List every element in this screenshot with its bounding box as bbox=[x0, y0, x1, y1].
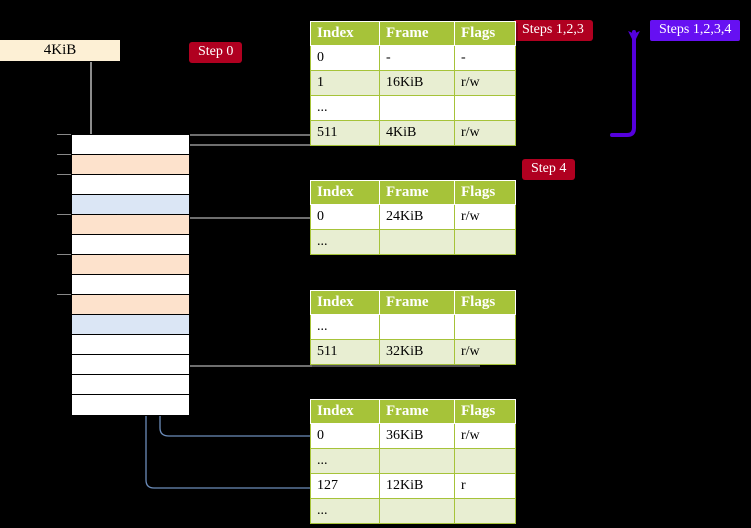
cell-flags bbox=[454, 498, 516, 524]
page-size-label: 4KiB bbox=[0, 40, 120, 61]
table-header-row: Index Frame Flags bbox=[310, 180, 516, 205]
header-index: Index bbox=[310, 21, 380, 46]
cell-index: 0 bbox=[310, 423, 380, 449]
memory-frame bbox=[72, 375, 189, 395]
cell-flags: r/w bbox=[454, 423, 516, 449]
header-frame: Frame bbox=[379, 21, 455, 46]
cell-index: ... bbox=[310, 498, 380, 524]
table-header-row: Index Frame Flags bbox=[310, 21, 516, 46]
cell-index: 0 bbox=[310, 45, 380, 71]
memory-frame bbox=[72, 335, 189, 355]
memory-frame bbox=[72, 175, 189, 195]
cell-flags: r/w bbox=[454, 339, 516, 365]
table-row: 511 32KiB r/w bbox=[310, 339, 516, 365]
cell-flags bbox=[454, 229, 516, 255]
table-row: 1 16KiB r/w bbox=[310, 70, 516, 96]
table-row: 0 36KiB r/w bbox=[310, 423, 516, 449]
cell-index: ... bbox=[310, 229, 380, 255]
table-row: 127 12KiB r bbox=[310, 473, 516, 499]
cell-frame: 12KiB bbox=[379, 473, 455, 499]
header-index: Index bbox=[310, 180, 380, 205]
header-flags: Flags bbox=[454, 290, 516, 315]
cell-flags bbox=[454, 314, 516, 340]
cell-index: ... bbox=[310, 448, 380, 474]
table-row: 0 24KiB r/w bbox=[310, 204, 516, 230]
cell-frame bbox=[379, 314, 455, 340]
header-frame: Frame bbox=[379, 180, 455, 205]
memory-frame bbox=[72, 315, 189, 335]
cell-flags bbox=[454, 95, 516, 121]
table-row: ... bbox=[310, 448, 516, 474]
memory-frame bbox=[72, 255, 189, 275]
table-row: 511 4KiB r/w bbox=[310, 120, 516, 146]
cell-frame: - bbox=[379, 45, 455, 71]
frame-tick bbox=[57, 294, 71, 295]
cell-index: ... bbox=[310, 95, 380, 121]
memory-frame bbox=[72, 275, 189, 295]
cell-index: 511 bbox=[310, 339, 380, 365]
table-row: ... bbox=[310, 498, 516, 524]
memory-frame bbox=[72, 395, 189, 415]
cell-frame: 4KiB bbox=[379, 120, 455, 146]
header-frame: Frame bbox=[379, 290, 455, 315]
table-header-row: Index Frame Flags bbox=[310, 290, 516, 315]
header-index: Index bbox=[310, 290, 380, 315]
wire-violet-bracket bbox=[610, 30, 640, 137]
table-row: 0 - - bbox=[310, 45, 516, 71]
header-frame: Frame bbox=[379, 399, 455, 424]
cell-flags bbox=[454, 448, 516, 474]
page-table-pd: Index Frame Flags ... 511 32KiB r/w bbox=[310, 290, 516, 365]
memory-frame bbox=[72, 235, 189, 255]
badge-step-4: Step 4 bbox=[522, 159, 576, 181]
table-row: ... bbox=[310, 229, 516, 255]
cell-flags: r/w bbox=[454, 70, 516, 96]
cell-frame bbox=[379, 229, 455, 255]
cell-index: 0 bbox=[310, 204, 380, 230]
badge-steps-123: Steps 1,2,3 bbox=[513, 20, 593, 42]
frame-tick bbox=[57, 254, 71, 255]
frame-tick bbox=[57, 134, 71, 135]
page-table-pt: Index Frame Flags 0 36KiB r/w ... 127 12… bbox=[310, 399, 516, 524]
cell-flags: r bbox=[454, 473, 516, 499]
cell-frame bbox=[379, 95, 455, 121]
memory-frame bbox=[72, 135, 189, 155]
memory-frame bbox=[72, 295, 189, 315]
header-flags: Flags bbox=[454, 21, 516, 46]
cell-frame bbox=[379, 498, 455, 524]
cell-flags: r/w bbox=[454, 204, 516, 230]
memory-frame bbox=[72, 215, 189, 235]
cell-frame: 36KiB bbox=[379, 423, 455, 449]
table-header-row: Index Frame Flags bbox=[310, 399, 516, 424]
table-row: ... bbox=[310, 95, 516, 121]
cell-index: 1 bbox=[310, 70, 380, 96]
frame-tick bbox=[57, 214, 71, 215]
badge-step-0: Step 0 bbox=[189, 42, 243, 64]
cell-frame: 32KiB bbox=[379, 339, 455, 365]
frame-tick bbox=[57, 174, 71, 175]
header-index: Index bbox=[310, 399, 380, 424]
wire-mem-to-pml4 bbox=[174, 144, 480, 162]
memory-frame bbox=[72, 355, 189, 375]
cell-index: 511 bbox=[310, 120, 380, 146]
physical-memory-column bbox=[71, 134, 190, 416]
table-row: ... bbox=[310, 314, 516, 340]
cell-frame: 24KiB bbox=[379, 204, 455, 230]
header-flags: Flags bbox=[454, 399, 516, 424]
badge-steps-1234: Steps 1,2,3,4 bbox=[650, 20, 741, 42]
memory-frame bbox=[72, 155, 189, 175]
cell-frame: 16KiB bbox=[379, 70, 455, 96]
cell-index: ... bbox=[310, 314, 380, 340]
frame-tick bbox=[57, 154, 71, 155]
page-table-pml4: Index Frame Flags 0 - - 1 16KiB r/w ... bbox=[310, 21, 516, 146]
cell-flags: r/w bbox=[454, 120, 516, 146]
cell-frame bbox=[379, 448, 455, 474]
cell-flags: - bbox=[454, 45, 516, 71]
header-flags: Flags bbox=[454, 180, 516, 205]
memory-frame bbox=[72, 195, 189, 215]
page-table-pdpt: Index Frame Flags 0 24KiB r/w ... bbox=[310, 180, 516, 255]
cell-index: 127 bbox=[310, 473, 380, 499]
